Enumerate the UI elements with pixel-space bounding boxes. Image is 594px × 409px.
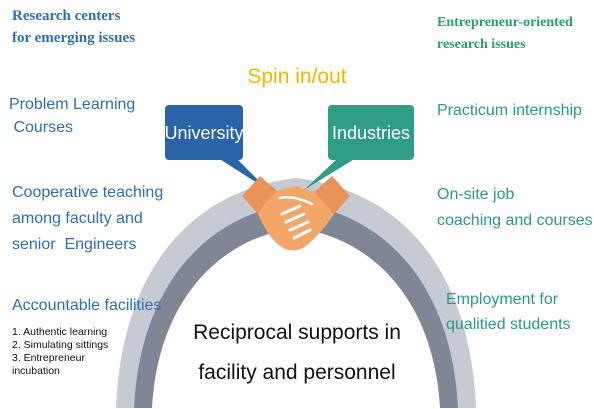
cooperative-line1: Cooperative teaching bbox=[12, 184, 164, 201]
cooperative-teaching: Cooperative teaching among faculty and s… bbox=[12, 180, 163, 258]
caption-line1: Reciprocal supports in bbox=[193, 321, 401, 344]
facilities-list: 1. Authentic learning 2. Simulating sitt… bbox=[12, 326, 108, 378]
research-centers-title: Research centers for emerging issues bbox=[12, 5, 135, 49]
university-label: University bbox=[164, 123, 243, 143]
cooperative-line3: senior Engineers bbox=[12, 236, 137, 253]
handshake-icon bbox=[242, 176, 350, 251]
spin-label: Spin in/out bbox=[247, 65, 346, 88]
arch-inner-band bbox=[134, 203, 458, 408]
facilities-item-1: 1. Authentic learning bbox=[12, 326, 108, 338]
reciprocal-supports-caption: Reciprocal supports in facility and pers… bbox=[170, 313, 424, 393]
employment-qualified-students: Employment for qualitied students bbox=[446, 287, 571, 337]
onsite-line2: coaching and courses bbox=[437, 212, 593, 229]
problem-learning-line1: Problem Learning bbox=[9, 96, 136, 113]
problem-learning-courses: Problem Learning Courses bbox=[9, 93, 135, 139]
research-centers-line2: for emerging issues bbox=[12, 30, 136, 46]
onsite-line1: On-site job bbox=[437, 186, 515, 203]
university-bubble: University bbox=[164, 105, 268, 190]
cooperative-line2: among faculty and bbox=[12, 210, 143, 227]
entrepreneur-line2: research issues bbox=[437, 37, 526, 52]
practicum-internship: Practicum internship bbox=[437, 102, 582, 119]
facilities-item-3: 3. Entrepreneur bbox=[12, 352, 85, 364]
facilities-item-4: incubation bbox=[12, 365, 60, 377]
entrepreneur-title: Entrepreneur-oriented research issues bbox=[437, 12, 573, 56]
employment-line1: Employment for bbox=[446, 291, 559, 308]
arch-outer-band bbox=[116, 178, 476, 408]
caption-line2: facility and personnel bbox=[198, 361, 396, 384]
onsite-coaching: On-site job coaching and courses bbox=[437, 182, 593, 234]
employment-line2: qualitied students bbox=[446, 316, 571, 333]
industries-label: Industries bbox=[332, 123, 410, 143]
accountable-facilities-title: Accountable facilities bbox=[12, 297, 162, 314]
facilities-item-2: 2. Simulating sittings bbox=[12, 339, 109, 351]
entrepreneur-line1: Entrepreneur-oriented bbox=[437, 15, 573, 30]
research-centers-line1: Research centers bbox=[12, 8, 121, 24]
problem-learning-line2: Courses bbox=[9, 119, 74, 136]
industries-bubble: Industries bbox=[304, 105, 414, 190]
